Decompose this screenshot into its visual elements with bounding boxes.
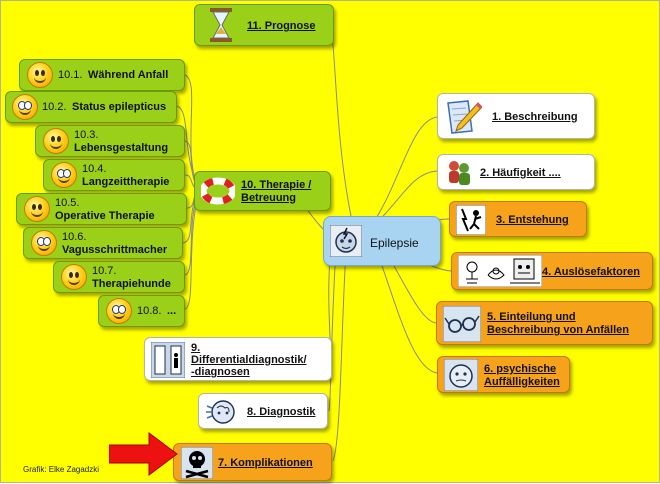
smiley-icon bbox=[43, 128, 69, 154]
pencil-notepad-icon bbox=[442, 97, 483, 140]
head-lightning-icon bbox=[329, 224, 363, 260]
node-psychische-label-1: 6. psychische bbox=[484, 363, 557, 375]
therapy-child-text: Status epilepticus bbox=[72, 101, 167, 113]
node-komplikationen[interactable]: 7. Komplikationen bbox=[173, 443, 332, 481]
node-ausloesefaktoren-label: 4. Auslösefaktoren bbox=[542, 266, 641, 278]
node-haeufigkeit[interactable]: 2. Häufigkeit .... bbox=[437, 154, 595, 190]
node-beschreibung-label: 1. Beschreibung bbox=[492, 111, 578, 123]
node-psychische-label-2: Auffälligkeiten bbox=[484, 376, 560, 388]
node-prognose-label: 11. Prognose bbox=[247, 20, 316, 32]
therapy-child-num: 10.3. bbox=[74, 129, 99, 141]
node-einteilung[interactable]: 5. Einteilung und Beschreibung von Anfäl… bbox=[436, 301, 653, 345]
smiley-icon bbox=[12, 94, 38, 120]
glasses-icon bbox=[442, 305, 482, 345]
therapy-child-10-1[interactable]: 10.1. Während Anfall bbox=[19, 59, 185, 91]
therapy-child-num: 10.8. bbox=[137, 305, 162, 317]
therapy-child-text: ... bbox=[167, 305, 177, 317]
face-icon bbox=[443, 358, 479, 394]
node-haeufigkeit-label: 2. Häufigkeit .... bbox=[480, 167, 561, 179]
lightning-figure-icon bbox=[455, 204, 487, 238]
red-arrow-icon bbox=[109, 432, 178, 476]
skull-crossbones-icon bbox=[180, 446, 214, 482]
node-differentialdiagnostik-label-2: Differentialdiagnostik/ bbox=[191, 354, 307, 366]
node-komplikationen-label: 7. Komplikationen bbox=[218, 457, 313, 469]
node-ausloesefaktoren[interactable]: 4. Auslösefaktoren bbox=[451, 252, 653, 290]
node-therapie-label-2: Betreuung bbox=[241, 192, 296, 204]
credit-text: Grafik: Elke Zagadzki bbox=[23, 465, 100, 474]
smiley-icon bbox=[27, 62, 53, 88]
node-diagnostik[interactable]: 8. Diagnostik bbox=[198, 393, 328, 429]
therapy-child-10-7[interactable]: 10.7. Therapiehunde bbox=[53, 261, 185, 293]
therapy-child-10-2[interactable]: 10.2. Status epilepticus bbox=[5, 91, 177, 123]
smiley-icon bbox=[51, 162, 77, 188]
therapy-child-num: 10.6. bbox=[62, 231, 87, 243]
smiley-icon bbox=[24, 196, 50, 222]
node-differentialdiagnostik-label-1: 9. bbox=[191, 342, 201, 354]
node-therapie[interactable]: 10. Therapie / Betreuung bbox=[194, 171, 331, 211]
lifebuoy-icon bbox=[199, 175, 237, 210]
therapy-child-text: Operative Therapie bbox=[55, 210, 155, 222]
node-differentialdiagnostik-label-3: -diagnosen bbox=[191, 366, 250, 378]
smiley-icon bbox=[31, 230, 57, 256]
node-entstehung[interactable]: 3. Entstehung bbox=[449, 201, 587, 237]
therapy-child-10-4[interactable]: 10.4. Langzeittherapie bbox=[43, 159, 185, 191]
therapy-child-10-3[interactable]: 10.3. Lebensgestaltung bbox=[35, 125, 185, 157]
therapy-child-text: Lebensgestaltung bbox=[74, 142, 169, 154]
node-prognose[interactable]: 11. Prognose bbox=[194, 4, 334, 46]
therapy-child-text: Therapiehunde bbox=[92, 278, 171, 290]
node-beschreibung[interactable]: 1. Beschreibung bbox=[437, 93, 595, 139]
brain-head-icon bbox=[205, 396, 239, 431]
hourglass-icon bbox=[209, 8, 233, 45]
node-diagnostik-label: 8. Diagnostik bbox=[247, 406, 316, 418]
node-einteilung-label-1: 5. Einteilung und bbox=[487, 311, 576, 323]
center-node-epilepsie[interactable]: Epilepsie bbox=[323, 216, 441, 266]
therapy-child-num: 10.5. bbox=[55, 197, 80, 209]
therapy-child-num: 10.1. bbox=[58, 69, 83, 81]
doors-icon bbox=[150, 341, 186, 381]
therapy-child-num: 10.4. bbox=[82, 163, 107, 175]
node-entstehung-label: 3. Entstehung bbox=[496, 214, 569, 226]
center-node-label: Epilepsie bbox=[370, 236, 419, 250]
node-einteilung-label-2: Beschreibung von Anfällen bbox=[487, 324, 630, 336]
therapy-child-text: Langzeittherapie bbox=[82, 176, 170, 188]
people-icon bbox=[444, 158, 474, 191]
therapy-child-text: Vagusschrittmacher bbox=[62, 244, 168, 256]
node-differentialdiagnostik[interactable]: 9. Differentialdiagnostik/ -diagnosen bbox=[144, 337, 332, 381]
therapy-child-num: 10.7. bbox=[92, 265, 117, 277]
therapy-child-10-8[interactable]: 10.8. ... bbox=[98, 295, 185, 327]
node-psychische[interactable]: 6. psychische Auffälligkeiten bbox=[437, 356, 570, 393]
triggers-illustration-icon bbox=[457, 254, 543, 290]
smiley-icon bbox=[61, 264, 87, 290]
therapy-child-text: Während Anfall bbox=[88, 69, 169, 81]
therapy-child-num: 10.2. bbox=[42, 101, 67, 113]
smiley-icon bbox=[106, 298, 132, 324]
therapy-child-10-6[interactable]: 10.6. Vagusschrittmacher bbox=[23, 227, 183, 259]
node-therapie-label-1: 10. Therapie / bbox=[241, 179, 312, 191]
therapy-child-10-5[interactable]: 10.5. Operative Therapie bbox=[16, 193, 187, 225]
